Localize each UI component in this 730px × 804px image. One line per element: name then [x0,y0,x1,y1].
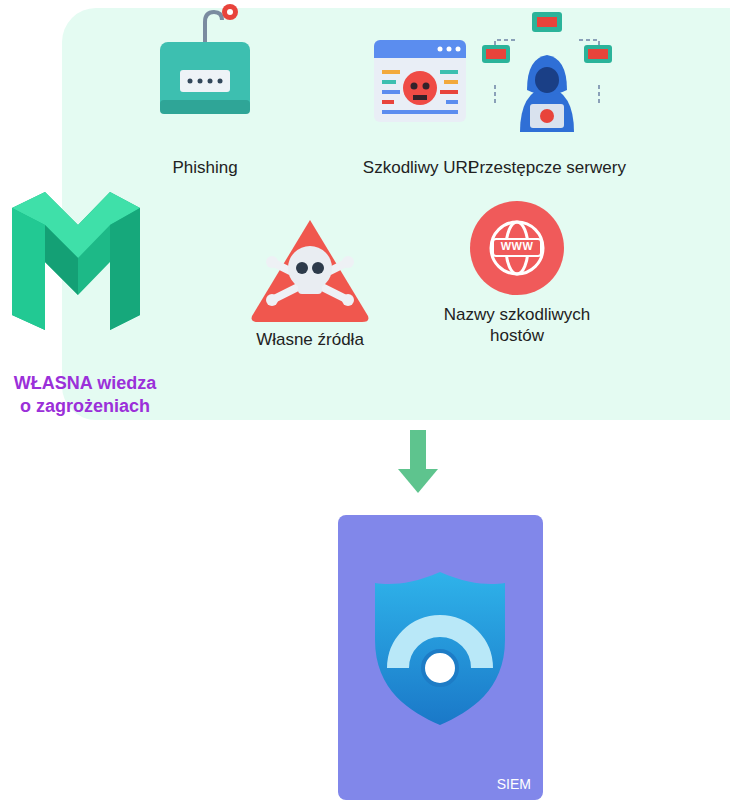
item-label: Własne źródła [225,330,395,351]
siem-box: SIEM [338,515,543,800]
source-item: Własne źródła [225,330,395,351]
phishing-icon [160,4,250,114]
icon-text: WWW [493,240,541,252]
shield-icon [375,572,505,725]
malicious-url-icon [374,40,466,122]
knowledge-panel [62,8,730,420]
source-item: Phishing [120,158,290,179]
own-sources-icon [252,220,369,322]
m-logo [12,192,140,330]
criminal-servers-icon [482,12,612,132]
knowledge-panel: WŁASNA wiedza o zagrożeniachPhishingSzko… [62,8,730,420]
item-label: Phishing [120,158,290,179]
item-label: Nazwy szkodliwych hostów [422,305,612,346]
malicious-hosts-icon [470,201,564,295]
item-label: Przestępcze serwery [462,158,632,179]
box-label: SIEM [497,776,531,792]
siem-box [338,515,543,800]
source-item: Nazwy szkodliwych hostów [422,305,612,347]
flow-arrow [410,430,426,469]
panel-heading: WŁASNA wiedza o zagrożeniach [10,372,160,417]
source-item: Przestępcze serwery [462,158,632,179]
